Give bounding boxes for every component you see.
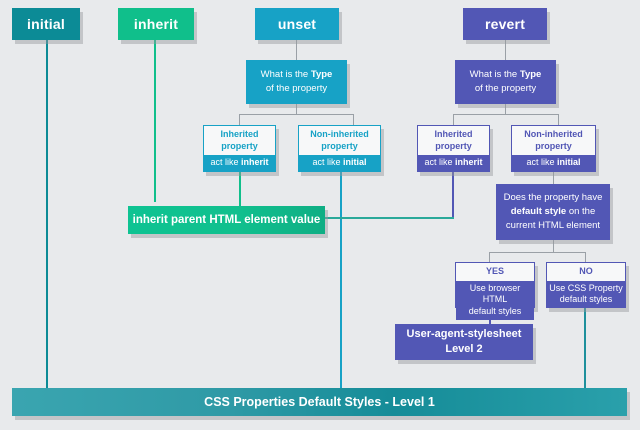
unset-question-line2: of the property: [265, 83, 328, 94]
connector-unset-split-h: [239, 114, 353, 115]
unset-inherited-head-line1: Inherited: [220, 129, 259, 139]
keyword-label-inherit: inherit: [133, 16, 179, 32]
revert-type-question-box: What is the Type of the property: [455, 60, 556, 104]
keyword-box-initial[interactable]: initial: [12, 8, 80, 40]
connector-revert-question-down: [505, 104, 506, 114]
yes-body-line2: default styles: [468, 306, 522, 317]
no-body-line1: Use CSS Property: [549, 282, 623, 293]
revert-inherited-head-line1: Inherited: [434, 129, 473, 139]
keyword-box-inherit[interactable]: inherit: [118, 8, 194, 40]
connector-unset-to-question: [296, 40, 297, 60]
yes-head-label: YES: [456, 263, 534, 281]
connector-revert-noninherited-to-default-question: [553, 172, 554, 184]
revert-non-inherited-head: Non-inherited property: [512, 126, 595, 156]
revert-non-inherited-head-line1: Non-inherited: [524, 129, 583, 139]
unset-inherited-foot-bold: inherit: [241, 157, 269, 168]
unset-inherited-head: Inherited property: [204, 126, 275, 156]
revert-question-line1: What is the Type: [469, 69, 542, 81]
connector-revert-to-question: [505, 40, 506, 60]
connector-inherit-to-result: [154, 40, 156, 202]
no-body-line2: default styles: [559, 294, 613, 305]
connector-unset-inherited-to-result: [239, 172, 241, 206]
unset-non-inherited-head-line2: property: [321, 140, 358, 151]
revert-question-line2: of the property: [474, 83, 537, 94]
default-style-question-line2: default style on the: [510, 206, 596, 218]
no-body: Use CSS Property default styles: [547, 280, 625, 309]
revert-non-inherited-foot-bold: initial: [557, 157, 581, 168]
unset-non-inherited-head-line1: Non-inherited: [310, 129, 369, 139]
yes-body-line1: Use browser HTML: [469, 282, 521, 305]
unset-type-question-box: What is the Type of the property: [246, 60, 347, 104]
revert-inherited-property-box: Inherited property act like inherit: [417, 125, 490, 172]
keyword-box-unset[interactable]: unset: [255, 8, 339, 40]
yes-branch-box: YES Use browser HTML default styles: [455, 262, 535, 320]
connector-default-question-down: [553, 240, 554, 252]
keyword-label-revert: revert: [484, 16, 526, 32]
keyword-label-initial: initial: [27, 16, 65, 32]
revert-non-inherited-head-line2: property: [535, 140, 572, 151]
connector-revert-inherited-to-result: [324, 217, 454, 219]
connector-revert-to-inherited: [453, 114, 454, 125]
default-style-question-line3: current HTML element: [505, 219, 601, 231]
connector-unset-to-inherited: [239, 114, 240, 125]
revert-question-type-bold: Type: [519, 69, 542, 81]
connector-unset-question-down: [296, 104, 297, 114]
keyword-box-revert[interactable]: revert: [463, 8, 547, 40]
unset-inherited-foot-prefix: act like: [210, 157, 241, 168]
connector-revert-inherited-down: [452, 172, 454, 219]
unset-non-inherited-foot-prefix: act like: [312, 157, 343, 168]
revert-inherited-foot: act like inherit: [418, 155, 489, 172]
revert-inherited-head-line2: property: [435, 140, 472, 151]
unset-inherited-property-box: Inherited property act like inherit: [203, 125, 276, 172]
inherit-result-box: inherit parent HTML element value: [128, 206, 325, 234]
connector-unset-to-noninherited: [353, 114, 354, 125]
inherit-result-label: inherit parent HTML element value: [132, 214, 321, 226]
connector-unset-noninherited-to-level1: [340, 172, 342, 388]
user-agent-stylesheet-line2: Level 2: [445, 343, 483, 355]
user-agent-stylesheet-box: User-agent-stylesheet Level 2: [395, 324, 533, 360]
unset-inherited-foot: act like inherit: [204, 155, 275, 172]
connector-revert-to-noninherited: [558, 114, 559, 125]
revert-non-inherited-foot-prefix: act like: [526, 157, 557, 168]
revert-non-inherited-foot: act like initial: [512, 155, 595, 172]
default-style-question-box: Does the property have default style on …: [496, 184, 610, 240]
revert-non-inherited-property-box: Non-inherited property act like initial: [511, 125, 596, 172]
connector-revert-split-h: [453, 114, 558, 115]
connector-yes-no-h: [489, 252, 585, 253]
unset-inherited-head-line2: property: [221, 140, 258, 151]
unset-non-inherited-head: Non-inherited property: [299, 126, 380, 156]
unset-non-inherited-foot-bold: initial: [343, 157, 367, 168]
unset-question-type-bold: Type: [310, 69, 333, 81]
no-branch-box: NO Use CSS Property default styles: [546, 262, 626, 309]
connector-to-no: [585, 252, 586, 262]
default-style-bold: default style: [510, 206, 567, 218]
default-style-question-line1: Does the property have: [503, 192, 603, 204]
no-head-label: NO: [547, 263, 625, 281]
revert-inherited-foot-prefix: act like: [424, 157, 455, 168]
revert-inherited-head: Inherited property: [418, 126, 489, 156]
user-agent-stylesheet-line1: User-agent-stylesheet: [406, 328, 522, 341]
level1-bar-label: CSS Properties Default Styles - Level 1: [204, 395, 435, 409]
revert-inherited-foot-bold: inherit: [455, 157, 483, 168]
unset-non-inherited-foot: act like initial: [299, 155, 380, 172]
unset-question-line1: What is the Type: [260, 69, 333, 81]
css-properties-default-styles-level1-bar: CSS Properties Default Styles - Level 1: [12, 388, 627, 416]
keyword-label-unset: unset: [277, 16, 317, 32]
unset-non-inherited-property-box: Non-inherited property act like initial: [298, 125, 381, 172]
yes-body: Use browser HTML default styles: [456, 280, 534, 320]
connector-initial-to-level1: [46, 40, 48, 388]
connector-to-yes: [489, 252, 490, 262]
connector-no-to-level1: [584, 308, 586, 388]
